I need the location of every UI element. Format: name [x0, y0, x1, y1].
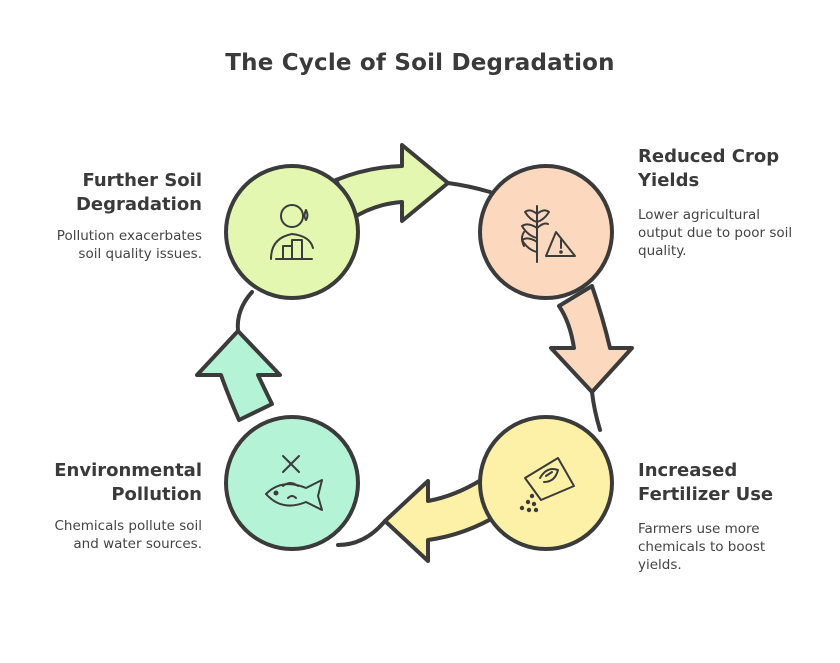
heading-line: Fertilizer Use: [638, 484, 774, 505]
page-title: The Cycle of Soil Degradation: [225, 50, 615, 76]
arrow-right: [549, 284, 634, 394]
description-line: output due to poor soil: [638, 225, 793, 241]
stage-circle-reduced-crop-yields: [478, 164, 614, 300]
stage-further-soil-degradation-heading: Further Soil Degradation: [0, 169, 202, 217]
description-line: yields.: [638, 557, 682, 573]
fertilizer-bag-icon: [519, 457, 575, 513]
heading-line: Further Soil: [82, 170, 202, 191]
description-line: Chemicals pollute soil: [54, 518, 202, 534]
stage-environmental-pollution-description: Chemicals pollute soil and water sources…: [0, 517, 202, 553]
wheat-warning-icon: [521, 205, 576, 263]
description-line: Farmers use more: [638, 521, 760, 537]
stage-increased-fertilizer-description: Farmers use more chemicals to boost yiel…: [638, 520, 765, 574]
stage-circle-further-soil-degradation: [224, 164, 360, 300]
heading-line: Yields: [638, 170, 700, 191]
heading-line: Increased: [638, 460, 738, 481]
description-line: and water sources.: [73, 536, 202, 552]
stage-reduced-crop-yields-heading: Reduced Crop Yields: [638, 145, 779, 193]
description-line: chemicals to boost: [638, 539, 766, 555]
dead-fish-icon: [265, 455, 323, 511]
arc-connector: [590, 390, 602, 432]
description-line: Lower agricultural: [638, 207, 761, 223]
stage-reduced-crop-yields-description: Lower agricultural output due to poor so…: [638, 206, 792, 260]
stage-circle-increased-fertilizer-use: [478, 415, 614, 551]
heading-line: Degradation: [75, 194, 202, 215]
heading-line: Reduced Crop: [638, 146, 780, 167]
heading-line: Environmental: [54, 460, 202, 481]
stage-environmental-pollution-heading: Environmental Pollution: [0, 459, 202, 507]
stage-increased-fertilizer-heading: Increased Fertilizer Use: [638, 459, 773, 507]
heading-line: Pollution: [111, 484, 202, 505]
arc-connector: [446, 181, 492, 194]
stage-further-soil-degradation-description: Pollution exacerbates soil quality issue…: [0, 227, 202, 263]
arc-connector: [336, 519, 387, 547]
sad-person-chart-icon: [270, 204, 314, 260]
arc-connector: [235, 290, 254, 333]
description-line: quality.: [638, 243, 687, 259]
description-line: Pollution exacerbates: [56, 228, 202, 244]
description-line: soil quality issues.: [78, 246, 202, 262]
arrow-left: [195, 329, 282, 422]
